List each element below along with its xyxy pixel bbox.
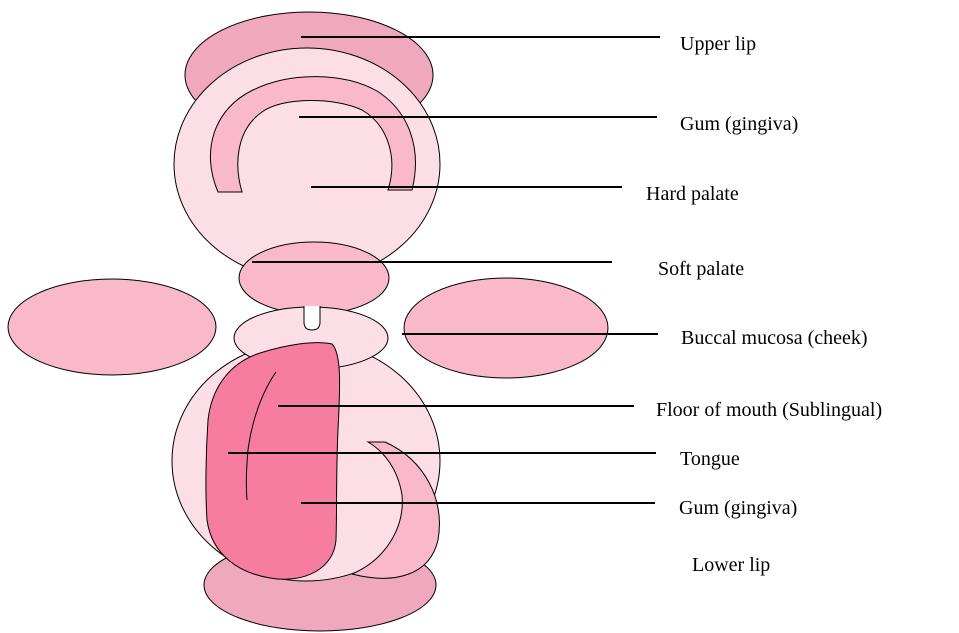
tongue-shape: [206, 343, 340, 580]
label-upper-lip: Upper lip: [680, 33, 756, 55]
soft-palate-shape: [239, 242, 389, 314]
uvula-shape: [304, 306, 320, 330]
label-lower-gum: Gum (gingiva): [679, 497, 797, 519]
right-cheek-shape: [404, 278, 608, 378]
label-soft-palate: Soft palate: [658, 258, 744, 280]
label-floor-of-mouth: Floor of mouth (Sublingual): [656, 399, 882, 421]
label-buccal-mucosa: Buccal mucosa (cheek): [681, 327, 868, 349]
label-tongue: Tongue: [680, 448, 740, 470]
left-cheek-shape: [8, 279, 216, 375]
label-upper-gum: Gum (gingiva): [680, 113, 798, 135]
label-hard-palate: Hard palate: [646, 183, 739, 205]
label-lower-lip: Lower lip: [692, 554, 770, 576]
